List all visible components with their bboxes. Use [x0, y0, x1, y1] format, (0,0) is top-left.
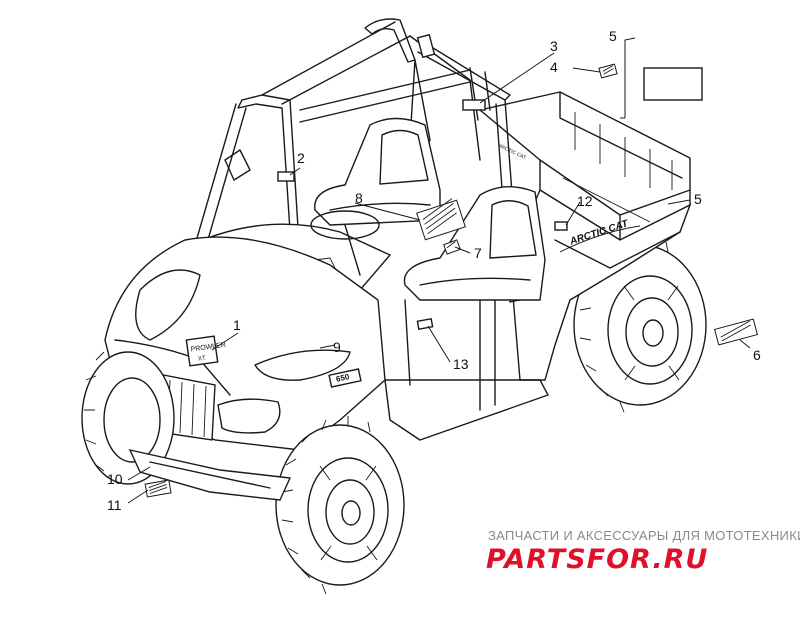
- decal-5-large: [643, 67, 703, 101]
- decal-11: [144, 479, 172, 498]
- side-frame: [384, 299, 549, 441]
- callout-6: 6: [753, 347, 761, 363]
- decal-1-hood-badge: PROWLER XT: [190, 342, 226, 363]
- decal-12: [554, 221, 568, 231]
- callout-1: 1: [233, 317, 241, 333]
- front-right-tire: [275, 416, 405, 595]
- callout-12: 12: [577, 193, 593, 209]
- callout-2: 2: [297, 150, 305, 166]
- callout-5-side: 5: [694, 191, 702, 207]
- decal-3: [462, 99, 486, 111]
- callout-4: 4: [550, 59, 558, 75]
- front-left-tire: [81, 351, 175, 485]
- watermark-brand: PARTSFOR.RU: [486, 544, 708, 575]
- callout-7: 7: [474, 245, 482, 261]
- hood-badge-text: PROWLER: [190, 342, 226, 354]
- roll-cage: [237, 18, 521, 303]
- decal-13: [416, 318, 434, 330]
- callout-numbers: 1 2 3 4 5 5 6 7 8 9 10 11 12 13: [107, 28, 761, 513]
- fender-badge-text: 650: [335, 372, 350, 384]
- decal-6: [713, 318, 759, 346]
- watermark-tagline: ЗАПЧАСТИ И АКСЕССУАРЫ ДЛЯ МОТОТЕХНИКИ: [488, 528, 800, 543]
- utv-vehicle-illustration: [81, 18, 707, 595]
- decal-7: [443, 239, 461, 255]
- windshield-frame: [194, 103, 251, 251]
- callout-3: 3: [550, 38, 558, 54]
- callout-10: 10: [107, 471, 123, 487]
- leader-lines: [127, 37, 751, 504]
- decal-4: [598, 63, 618, 79]
- hood-badge-small-text: XT: [198, 356, 207, 363]
- callout-11: 11: [107, 497, 122, 513]
- callout-8: 8: [355, 190, 363, 206]
- callout-13: 13: [453, 356, 469, 372]
- seats: [314, 117, 546, 301]
- decal-8-seat-base: [416, 198, 466, 241]
- rear-body-panel: [509, 188, 692, 381]
- front-bumper: [128, 449, 292, 501]
- callout-9: 9: [333, 339, 341, 355]
- decal-2: [277, 171, 295, 182]
- watermark: ЗАПЧАСТИ И АКСЕССУАРЫ ДЛЯ МОТОТЕХНИКИ PA…: [486, 528, 800, 575]
- callout-5-top: 5: [609, 28, 617, 44]
